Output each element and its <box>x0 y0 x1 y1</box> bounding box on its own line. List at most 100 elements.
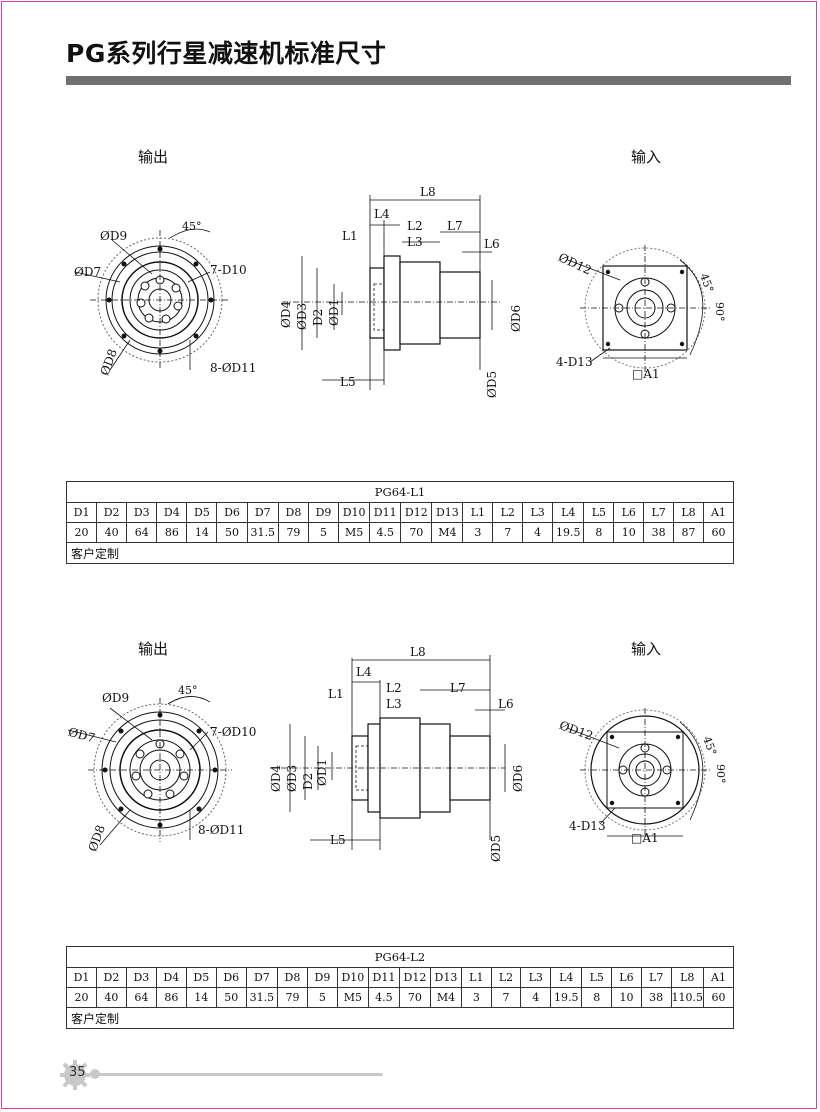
table-cell: 10 <box>611 987 642 1008</box>
table-cell: M5 <box>336 987 369 1008</box>
table-header-cell: L3 <box>522 502 554 523</box>
table-header-cell: D11 <box>369 502 402 523</box>
table-cell: 86 <box>155 987 187 1008</box>
angle90-label-1: 90° <box>713 302 726 322</box>
d5-label-1: ØD5 <box>485 371 499 398</box>
d9-label-2: ØD9 <box>102 691 129 705</box>
table-cell: 60 <box>702 522 735 543</box>
l7-label-1: L7 <box>447 219 463 233</box>
table-header-cell: A1 <box>703 967 734 988</box>
table-header-cell: D6 <box>215 967 247 988</box>
table-value-row: 20 40 64 86 14 50 31.5 79 5 M5 4.5 70 M4… <box>66 987 734 1008</box>
d11-label-2: 8-ØD11 <box>198 823 244 837</box>
d8-label-2: ØD8 <box>85 823 107 853</box>
table-header-row: D1 D2 D3 D4 D5 D6 D7 D8 D9 D10 D11 D12 D… <box>65 502 735 523</box>
input-label-2: 输入 <box>631 640 662 658</box>
table-cell: M4 <box>429 987 462 1008</box>
table-cell: 64 <box>126 522 158 543</box>
table-cell: 50 <box>216 522 248 543</box>
table-header-cell: D6 <box>216 502 248 523</box>
table-header-cell: L7 <box>640 967 672 988</box>
table-cell: 110.5 <box>670 987 705 1008</box>
table-header-cell: D10 <box>336 967 369 988</box>
table-cell: 79 <box>277 522 309 543</box>
table-cell: 40 <box>96 522 128 543</box>
d12-label-2: ØD12 <box>558 718 595 743</box>
table-cell: 60 <box>703 987 734 1008</box>
table-header-cell: L3 <box>520 967 552 988</box>
l4-label-2: L4 <box>356 665 372 679</box>
table-cell: 4.5 <box>369 522 402 543</box>
d9-label-1: ØD9 <box>100 229 127 243</box>
table-header-cell: D2 <box>96 502 128 523</box>
table-header-cell: L8 <box>670 967 705 988</box>
d13-label-1: 4-D13 <box>556 355 593 369</box>
page-footer: 35 <box>60 1060 390 1090</box>
l4-label-1: L4 <box>374 207 390 221</box>
table-header-cell: L5 <box>583 502 615 523</box>
table-header-cell: D7 <box>246 502 279 523</box>
angle45-input-label-1: 45° <box>697 272 716 295</box>
table-cell: 20 <box>66 987 97 1008</box>
table-header-cell: D9 <box>307 502 340 523</box>
d6-label-2: ØD6 <box>511 765 525 792</box>
d11-label-1: 8-ØD11 <box>210 361 256 375</box>
a1-label-1: □A1 <box>632 367 660 381</box>
table-header-cell: L7 <box>643 502 675 523</box>
side-view-2: L8 L4 L1 L2 L3 L7 L6 L5 ØD4 ØD3 D2 ØD1 Ø… <box>269 645 525 862</box>
table-cell: 40 <box>95 987 127 1008</box>
output-end-view-2: ØD9 ØD7 ØD8 7-ØD10 8-ØD11 45° <box>67 684 257 853</box>
table-cell: 19.5 <box>550 987 583 1008</box>
d3-label-2: ØD3 <box>285 765 299 792</box>
l1-label-2: L1 <box>328 687 344 701</box>
table-header-cell: D4 <box>156 502 188 523</box>
table-header-cell: D3 <box>125 967 157 988</box>
table-cell: 38 <box>640 987 672 1008</box>
d1-label-1: ØD1 <box>327 299 341 326</box>
table-header-cell: D1 <box>65 502 98 523</box>
l5-label-1: L5 <box>340 375 356 389</box>
table-cell: 3 <box>460 987 492 1008</box>
table-cell: 14 <box>185 987 217 1008</box>
table-cell: 4 <box>520 987 552 1008</box>
page-number: 35 <box>69 1065 86 1080</box>
d10-label-1: 7-D10 <box>210 263 247 277</box>
d2-label-1: D2 <box>311 309 325 326</box>
output-label-1: 输出 <box>138 148 169 166</box>
gear-icon <box>60 1060 90 1090</box>
l1-label-1: L1 <box>342 229 358 243</box>
table-header-cell: L5 <box>581 967 613 988</box>
d6-label-1: ØD6 <box>509 305 523 332</box>
table-header-cell: D7 <box>245 967 278 988</box>
d7-label-1: ØD7 <box>74 265 101 279</box>
d4-label-2: ØD4 <box>269 765 283 792</box>
table-cell: 8 <box>581 987 613 1008</box>
table-cell: 50 <box>215 987 247 1008</box>
table-cell: 38 <box>643 522 675 543</box>
d1-label-2: ØD1 <box>315 759 329 786</box>
table-header-cell: L8 <box>673 502 704 523</box>
output-label-2: 输出 <box>138 640 169 658</box>
l8-label-1: L8 <box>420 185 436 199</box>
table-cell: M5 <box>338 522 371 543</box>
table-cell: 10 <box>613 522 645 543</box>
angle45-input-label-2: 45° <box>700 735 719 758</box>
table-header-cell: D5 <box>185 967 217 988</box>
table-cell: 79 <box>276 987 308 1008</box>
l7-label-2: L7 <box>450 681 466 695</box>
table-header-cell: D11 <box>367 967 400 988</box>
table-cell: 3 <box>462 522 494 543</box>
l6-label-1: L6 <box>484 237 500 251</box>
table-header-cell: D12 <box>400 502 433 523</box>
table-header-cell: L1 <box>460 967 492 988</box>
table-cell: 31.5 <box>246 522 279 543</box>
d3-label-1: ØD3 <box>295 303 309 330</box>
l8-label-2: L8 <box>410 645 426 659</box>
table-header-cell: D3 <box>126 502 158 523</box>
table-header-cell: D13 <box>431 502 464 523</box>
angle45-label-2: 45° <box>178 684 198 697</box>
table-title: PG64-L2 <box>66 946 734 968</box>
table-header-cell: A1 <box>702 502 735 523</box>
table-header-cell: D8 <box>277 502 309 523</box>
table-header-cell: L2 <box>490 967 522 988</box>
